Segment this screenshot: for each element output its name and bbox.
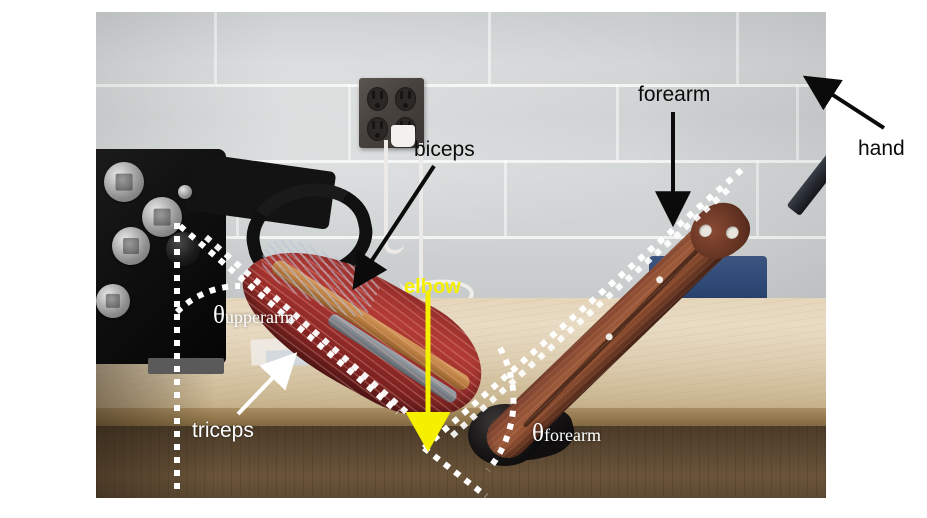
theta-forearm-label: θforearm xyxy=(532,420,601,448)
theta-symbol: θ xyxy=(532,420,544,447)
hand-label: hand xyxy=(858,137,905,160)
elbow-label: elbow xyxy=(404,276,461,298)
robot-mount-foot xyxy=(148,358,224,374)
forearm-label: forearm xyxy=(638,83,711,106)
power-cord-right xyxy=(399,143,423,292)
theta-subscript: forearm xyxy=(543,425,601,445)
hand-arrow xyxy=(802,75,886,130)
triceps-label: triceps xyxy=(192,419,254,442)
theta-symbol: θ xyxy=(213,302,225,329)
theta-upperarm-label: θupperarm xyxy=(213,302,294,330)
theta-subscript: upperarm xyxy=(224,307,294,327)
biceps-label: biceps xyxy=(414,138,475,161)
